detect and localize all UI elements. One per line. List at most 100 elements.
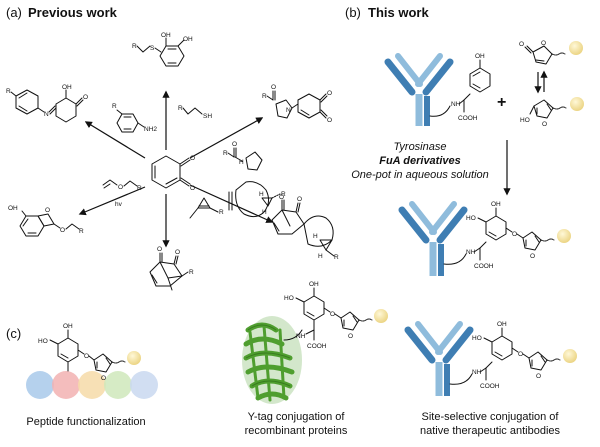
atom-label: HO	[472, 335, 482, 342]
payload-ball	[557, 229, 571, 243]
payload-ball	[127, 351, 141, 365]
atom-label: O	[83, 94, 88, 101]
atom-label: OH	[62, 84, 72, 91]
atom-label: OH	[161, 32, 171, 39]
product-proline-quinone: R O N O O	[262, 84, 332, 124]
atom-label: R	[178, 105, 183, 112]
atom-label: R	[219, 209, 224, 216]
product-thioether-catechol: R S OH OH	[132, 32, 193, 67]
atom-label: SH	[203, 113, 212, 120]
atom-label: O	[536, 373, 541, 380]
peptide-bead	[130, 371, 158, 399]
hydroxyfuran-reagent: HO O	[520, 97, 584, 128]
atom-label: O	[518, 351, 523, 358]
atom-label: OH	[475, 53, 485, 60]
atom-label: O	[232, 141, 237, 148]
atom-label: R	[223, 150, 228, 157]
atom-label: N	[286, 107, 291, 114]
product-imino-quinone: R N OH O	[6, 84, 88, 123]
conjugate-b-linker: NH COOH OH HO O O	[443, 201, 571, 270]
peptide-beads	[26, 371, 158, 399]
arrow-to-benzofuran	[78, 186, 146, 216]
antibody-b-top	[384, 53, 454, 126]
ytag-conjugate: OH HO NH COOH O O	[284, 281, 388, 350]
atom-label: R	[189, 269, 194, 276]
atom-label: H	[262, 209, 267, 216]
atom-label: OH	[183, 36, 193, 43]
antibody-conjugate-b	[398, 201, 468, 276]
payload-ball	[569, 41, 583, 55]
atom-label: O	[541, 40, 546, 47]
panel-a-letter: (a)	[6, 5, 22, 20]
condition-medium: One-pot in aqueous solution	[351, 169, 489, 181]
atom-label: NH	[472, 369, 482, 376]
atom-label: O	[279, 194, 284, 201]
panel-a-header: (a) Previous work	[6, 5, 118, 20]
furanone-reagent: O O	[519, 40, 583, 65]
gfp-protein	[242, 316, 303, 404]
tyrosine-residue: NH COOH OH	[429, 53, 491, 122]
atom-label: HO	[520, 117, 530, 124]
peptide-bead	[26, 371, 54, 399]
panel-b-title: This work	[368, 5, 429, 20]
atom-label: R	[137, 185, 142, 192]
atom-label: NH	[466, 249, 476, 256]
product-dihydrobenzofuran: OH O O R	[8, 205, 84, 237]
caption-antibody-line1: Site-selective conjugation of	[422, 411, 560, 423]
atom-label: O	[519, 41, 524, 48]
atom-label: O	[271, 84, 276, 91]
atom-label: O	[327, 117, 332, 124]
reagent-cyclopropene: R	[189, 197, 224, 219]
atom-label: R	[112, 103, 117, 110]
atom-label: R	[132, 43, 137, 50]
atom-label: OH	[491, 201, 501, 208]
atom-label: H	[239, 159, 244, 166]
peptide-bead	[104, 371, 132, 399]
peptide-conjugate: OH HO O O	[38, 323, 141, 382]
atom-label: COOH	[480, 383, 500, 390]
atom-label: OH	[8, 205, 18, 212]
payload-ball	[570, 97, 584, 111]
atom-label: O	[190, 155, 195, 162]
reagent-vinyl-ether: O R hv	[102, 179, 142, 208]
atom-label: O	[512, 231, 517, 238]
atom-label: COOH	[458, 115, 478, 122]
atom-label: O	[45, 207, 50, 214]
central-o-quinone: O O	[151, 155, 195, 192]
atom-label: OH	[309, 281, 319, 288]
atom-label: HO	[284, 295, 294, 302]
atom-label: H	[313, 233, 318, 240]
caption-ytag-line1: Y-tag conjugation of	[248, 411, 346, 423]
atom-label: R	[281, 191, 286, 198]
reaction-conditions: Tyrosinase FuA derivatives One-pot in aq…	[351, 141, 489, 181]
atom-label: O	[60, 227, 65, 234]
atom-label: OH	[497, 321, 507, 328]
peptide-bead	[78, 371, 106, 399]
atom-label: R	[6, 88, 11, 95]
reagent-bcn: H H R	[228, 181, 286, 218]
product-bicyclooctenone: O O R	[149, 246, 194, 291]
condition-reagent: FuA derivatives	[379, 155, 461, 167]
peptide-bead	[52, 371, 80, 399]
arrow-to-aniline-product	[84, 121, 146, 159]
atom-label: O	[118, 184, 123, 191]
reagent-thiol: R SH	[178, 105, 212, 120]
atom-label: O	[530, 253, 535, 260]
atom-label: NH	[451, 101, 461, 108]
atom-label: H	[259, 191, 264, 198]
caption-ytag-line2: recombinant proteins	[245, 425, 348, 437]
condition-hv: hv	[115, 201, 123, 208]
caption-antibody-line2: native therapeutic antibodies	[420, 425, 561, 437]
antibody-c-linker: NH COOH OH HO O O	[449, 321, 577, 390]
payload-ball	[563, 349, 577, 363]
plus-sign: +	[497, 94, 506, 111]
atom-label: R	[334, 254, 339, 261]
reagent-aniline: R NH2	[112, 103, 157, 133]
atom-label: S	[150, 45, 155, 52]
atom-label: O	[330, 311, 335, 318]
atom-label: O	[101, 375, 106, 382]
atom-label: O	[542, 121, 547, 128]
antibody-c	[404, 321, 474, 396]
